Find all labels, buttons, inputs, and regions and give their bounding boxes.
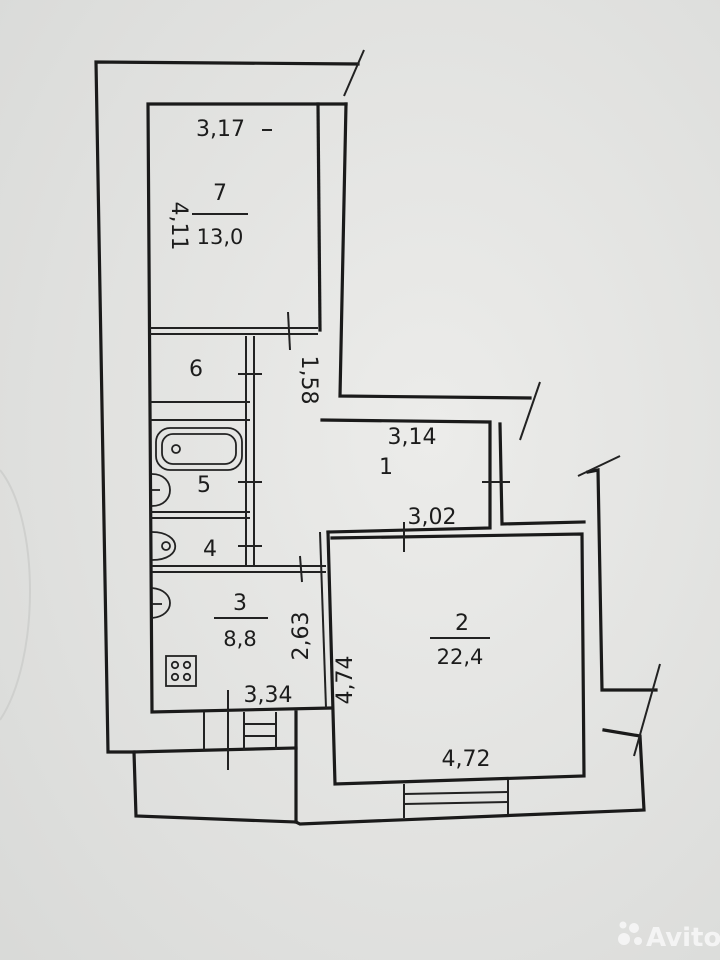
hall-bottom-label: 3,02 [408, 505, 457, 530]
room2-length-label: 4,74 [333, 656, 358, 705]
room7-area: 13,0 [197, 225, 244, 249]
room6-number: 6 [189, 357, 203, 382]
kitchen-width-label: 3,34 [244, 683, 293, 708]
room7-width-label: 3,17 [196, 117, 245, 142]
room2-width-label: 4,72 [442, 747, 491, 772]
room5-number: 5 [197, 473, 211, 498]
room4-number: 4 [203, 537, 217, 562]
room2-number: 2 [455, 611, 469, 636]
room3-area: 8,8 [223, 627, 256, 651]
avito-watermark: Avito [618, 921, 720, 953]
kitchen-length-label: 2,63 [289, 612, 314, 661]
sink-icon [151, 473, 171, 507]
door-marks [238, 49, 661, 757]
avito-brand-text: Avito [646, 923, 720, 953]
room1-number: 1 [379, 455, 393, 480]
room7-length-label: 4,11 [166, 202, 191, 251]
stove-icon [165, 655, 197, 687]
room7-number: 7 [213, 181, 227, 206]
hall-width-label: 3,14 [388, 425, 437, 450]
paper-mark [0, 469, 31, 721]
outer-walls [94, 60, 658, 826]
room2-area: 22,4 [437, 645, 484, 669]
kitchen-sink-icon [151, 587, 171, 619]
toilet-icon [151, 531, 177, 561]
avito-logo-icon [618, 921, 642, 945]
windows [203, 690, 509, 818]
corridor-length-label: 1,58 [296, 356, 321, 405]
bathtub-icon [155, 427, 243, 471]
room3-number: 3 [233, 591, 247, 616]
